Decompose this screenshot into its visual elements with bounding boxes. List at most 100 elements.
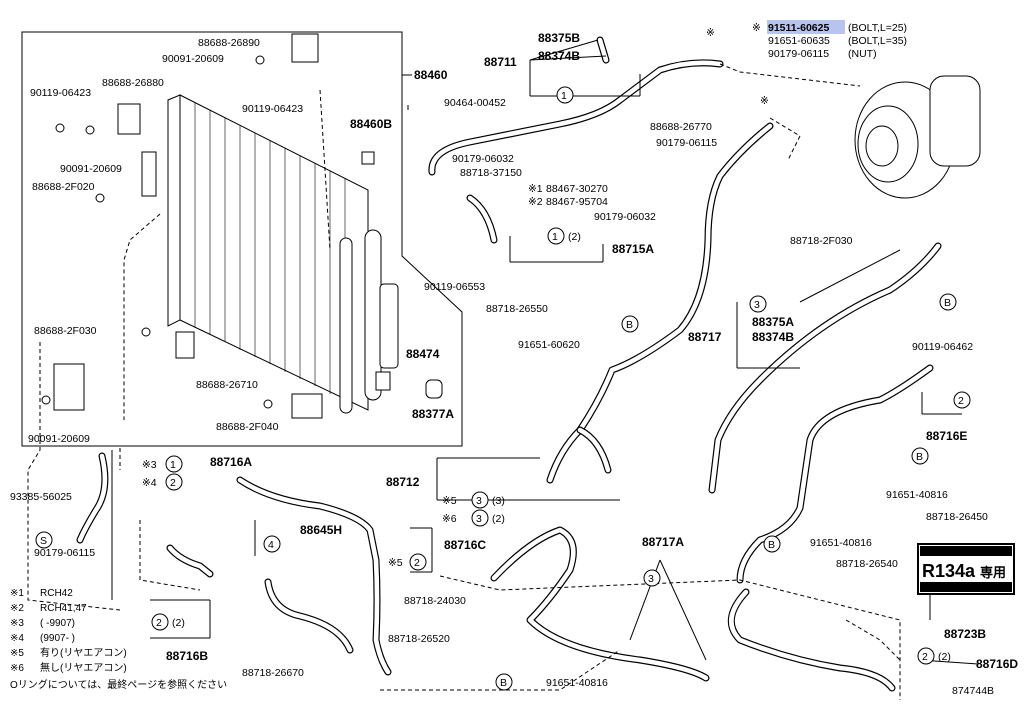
diagram-path <box>77 453 108 543</box>
legend-spec-3: (NUT) <box>848 48 877 60</box>
diagram-rect <box>175 331 195 359</box>
diagram-path <box>709 243 941 493</box>
label-90091-20609-c: 90091-20609 <box>28 433 90 445</box>
diagram-text: ※4 <box>10 633 24 644</box>
diagram-path <box>719 63 861 87</box>
diagram-text: 3 <box>648 573 654 585</box>
diagram-circle <box>939 293 957 311</box>
diagram-text: B <box>500 677 507 689</box>
label-88716d: 88716D <box>976 657 1018 671</box>
label-88712: 88712 <box>386 475 420 489</box>
diagram-path <box>439 575 901 700</box>
label-88718-37150: 88718-37150 <box>460 167 522 179</box>
diagram-text: ※2 <box>10 603 24 614</box>
diagram-rect <box>53 363 85 411</box>
diagram-line <box>529 39 599 61</box>
diagram-circle <box>621 315 639 333</box>
label-88688-2f030-a: 88688-2F030 <box>34 325 97 337</box>
footer-note: Oリングについては、最終ページを参照ください <box>10 678 227 691</box>
legend-star: ※ <box>752 22 761 34</box>
diagram-text: B <box>916 451 923 463</box>
diagram-path <box>319 89 331 251</box>
diagram-circle <box>471 509 489 527</box>
label-88718-2f030: 88718-2F030 <box>790 235 853 247</box>
diagram-rect <box>361 151 375 165</box>
label-star1: ※1 <box>528 183 543 195</box>
label-88718-26450: 88718-26450 <box>926 511 988 523</box>
label-88375a: 88375A <box>752 315 794 329</box>
label-88716c: 88716C <box>444 538 486 552</box>
diagram-text: 無し(リヤエアコン) <box>40 661 127 674</box>
label-90119-06462: 90119-06462 <box>912 341 973 353</box>
diagram-text: (2) <box>938 651 951 663</box>
label-88688-26890: 88688-26890 <box>198 37 260 49</box>
label-88375b: 88375B <box>538 31 580 45</box>
condenser-frame <box>21 31 463 447</box>
diagram-path <box>429 60 723 175</box>
label-88474: 88474 <box>406 347 440 361</box>
diagram-text: ※6 <box>10 663 24 674</box>
diagram-path <box>264 578 354 654</box>
label-88688-2f020: 88688-2F020 <box>32 181 95 193</box>
diagram-circle <box>556 86 574 104</box>
highlight-box <box>767 20 845 34</box>
diagram-text: 1 <box>561 90 567 102</box>
diagram-text: ※ <box>706 27 715 39</box>
diagram-path <box>139 520 201 591</box>
label-88377a: 88377A <box>412 407 454 421</box>
diagram-ellipse <box>865 125 899 167</box>
diagram-text: ※4 <box>142 477 157 489</box>
diagram-text: 2 <box>170 477 176 489</box>
label-90179-06032-b: 90179-06032 <box>594 211 656 223</box>
label-88467-95704: 88467-95704 <box>546 196 608 208</box>
legend-part-3: 90179-06115 <box>768 48 829 60</box>
diagram-text: ※5 <box>10 648 24 659</box>
label-88645h: 88645H <box>300 523 342 537</box>
r134a-label-plate: R134a 専用 <box>917 543 1015 595</box>
diagram-path <box>729 589 895 691</box>
diagram-circle <box>409 553 427 571</box>
diagram-circle <box>263 535 281 553</box>
diagram-path <box>467 195 497 243</box>
diagram-circle <box>165 455 183 473</box>
diagram-rect <box>929 75 981 167</box>
diagram-text: ※3 <box>10 618 24 629</box>
condenser-brackets <box>41 33 443 419</box>
diagram-circle <box>917 647 935 665</box>
label-ref-code: 874744B <box>952 685 994 697</box>
diagram-rect <box>375 371 391 391</box>
diagram-text: 3 <box>754 299 760 311</box>
diagram-circle <box>547 227 565 245</box>
diagram-rect <box>291 393 323 419</box>
diagram-circle <box>763 535 781 553</box>
diagram-text: ※6 <box>442 513 457 525</box>
diagram-text: 1 <box>170 459 176 471</box>
label-88716b: 88716B <box>166 649 208 663</box>
diagram-path <box>491 527 709 681</box>
label-88688-26710: 88688-26710 <box>196 379 258 391</box>
label-88717: 88717 <box>688 330 722 344</box>
diagram-circle <box>495 673 513 691</box>
diagram-circle <box>643 569 661 587</box>
diagram-circle <box>141 327 151 337</box>
diagram-circle <box>749 295 767 313</box>
diagram-text: B <box>944 297 951 309</box>
label-88688-26880: 88688-26880 <box>102 77 164 89</box>
diagram-path <box>845 619 901 661</box>
diagram-text: ( -9907) <box>40 618 75 629</box>
label-88716e: 88716E <box>926 429 967 443</box>
diagram-path <box>27 342 121 611</box>
diagram-text: ※3 <box>142 459 157 471</box>
diagram-circle <box>165 473 183 491</box>
diagram-text: (2) <box>172 617 185 629</box>
label-88688-2f040: 88688-2F040 <box>216 421 279 433</box>
diagram-text: S <box>40 535 47 547</box>
label-88718-26540: 88718-26540 <box>836 558 898 570</box>
label-88717a: 88717A <box>642 535 684 549</box>
diagram-text: 2 <box>414 557 420 569</box>
diagram-circle <box>41 395 51 405</box>
diagram-path <box>380 649 621 691</box>
diagram-circle <box>263 399 273 409</box>
diagram-text: 有り(リヤエアコン) <box>40 646 127 659</box>
